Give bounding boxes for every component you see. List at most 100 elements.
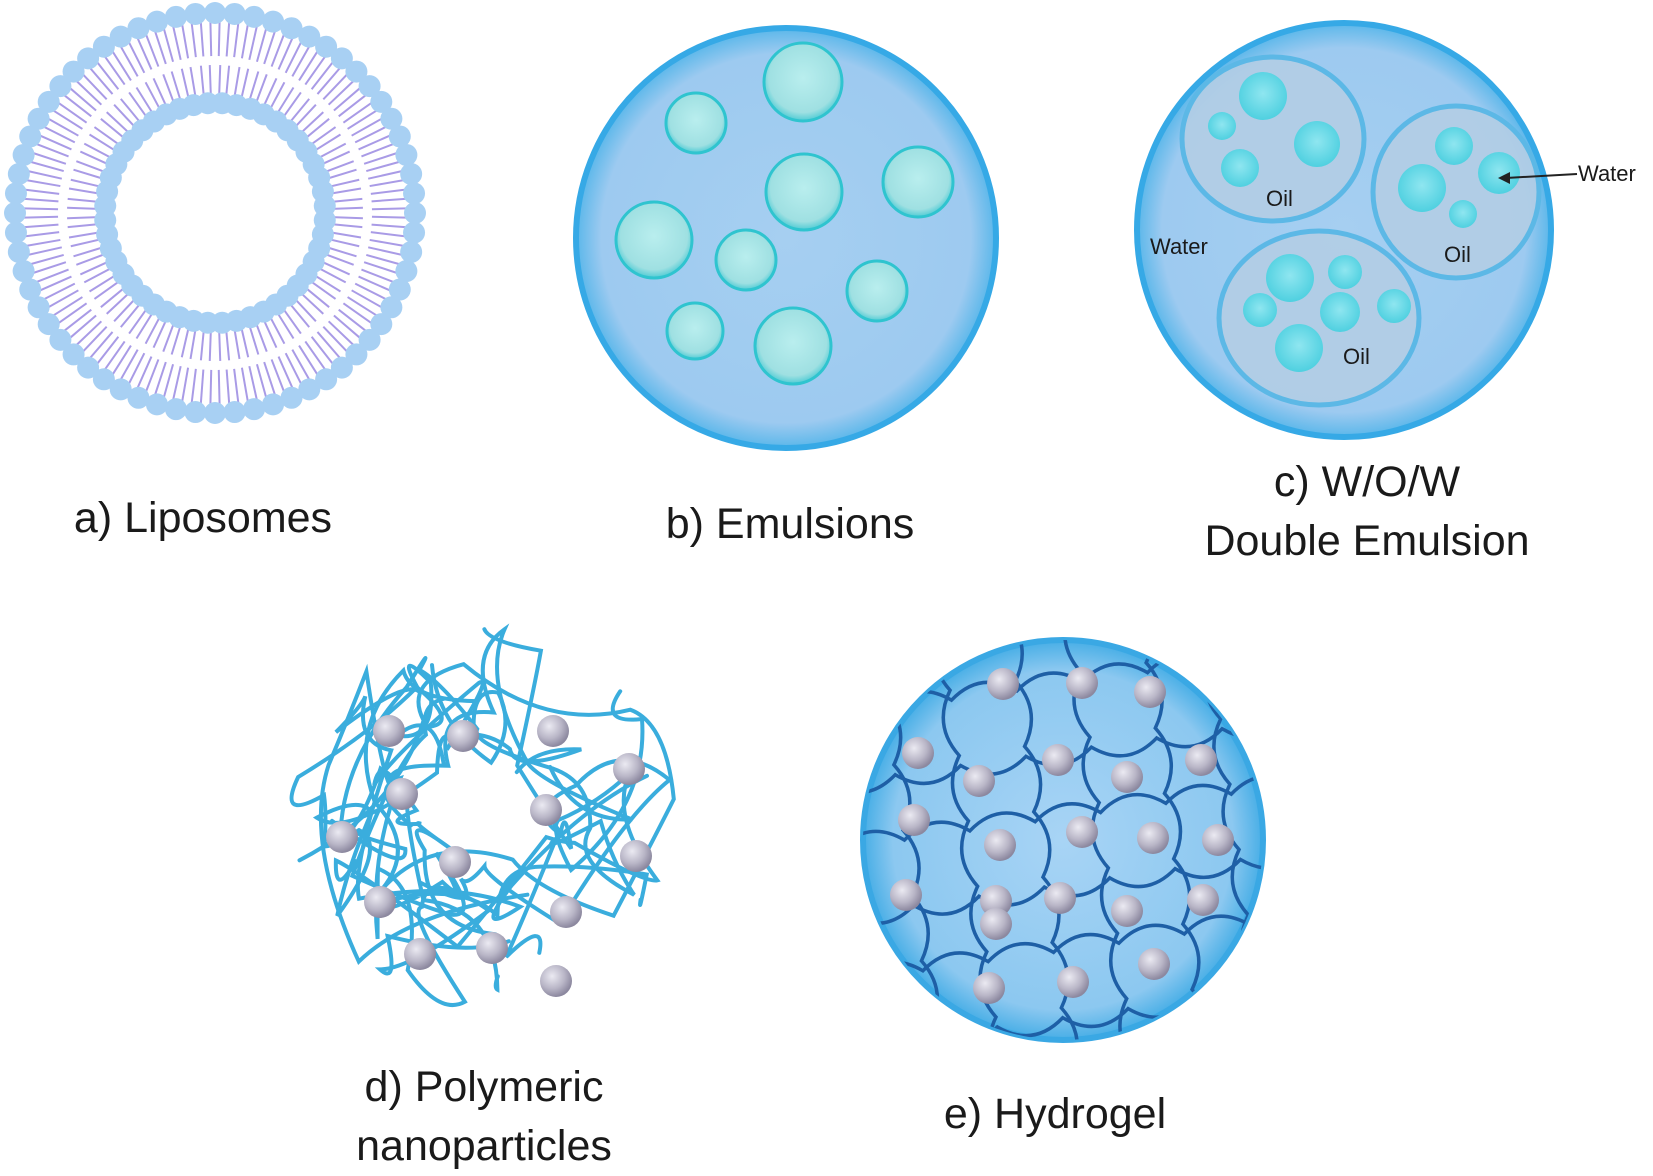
lipid-tail <box>233 368 240 408</box>
lipid-tail <box>48 107 83 130</box>
emulsion-droplet <box>614 200 694 280</box>
lipid-head-outer <box>37 90 60 113</box>
entrapped-particle <box>326 821 358 853</box>
lipid-tail <box>333 314 365 342</box>
lipid-tail <box>171 365 182 405</box>
lipid-tail <box>248 21 259 61</box>
lipid-tail <box>370 188 410 195</box>
lipid-tail <box>23 246 63 257</box>
entrapped-particle <box>963 765 995 797</box>
inner-water-droplet <box>1328 255 1362 289</box>
lipid-tail <box>59 308 92 335</box>
lipid-tail <box>358 132 395 151</box>
lipid-tail <box>298 345 321 380</box>
polymer-strand <box>333 689 661 950</box>
lipid-tail <box>101 340 126 374</box>
lipid-tail <box>39 123 76 144</box>
lipid-tail <box>31 268 69 285</box>
lipid-tail <box>270 359 287 397</box>
lipid-tail <box>109 345 132 380</box>
lipid-tail <box>225 17 231 57</box>
hydrogel-crosslink <box>1135 640 1210 1040</box>
lipid-tail <box>248 365 259 405</box>
lipid-tail <box>371 223 411 229</box>
inner-water-droplet <box>1243 293 1277 327</box>
polymer-strand <box>297 661 676 919</box>
lipid-tail <box>101 52 126 86</box>
caption-hydrogel: e) Hydrogel <box>944 1090 1166 1138</box>
lipid-head-outer <box>395 260 418 283</box>
entrapped-particle <box>447 720 479 752</box>
lipid-tail <box>86 331 114 363</box>
lipid-tail <box>284 37 305 74</box>
lipid-tail <box>255 23 269 62</box>
lipid-tail <box>333 84 365 112</box>
lipid-tail <box>79 70 108 101</box>
lipid-tail <box>161 23 175 62</box>
entrapped-particle <box>386 778 418 810</box>
lipid-tail <box>351 115 387 137</box>
lipid-tail <box>310 336 337 369</box>
lipid-tail <box>39 282 76 303</box>
lipid-head-outer <box>298 378 321 401</box>
lipid-tail <box>23 169 63 180</box>
entrapped-particle <box>613 753 645 785</box>
caption-liposomes: a) Liposomes <box>74 494 332 542</box>
lipid-head-outer <box>262 10 285 33</box>
inner-water-droplet <box>1435 127 1473 165</box>
lipid-tail <box>369 178 409 188</box>
lipid-head-outer <box>280 386 303 409</box>
lipid-tail <box>19 207 59 211</box>
polymer-entrapped-particles <box>326 715 652 997</box>
lipid-head-outer <box>403 182 426 205</box>
lipid-head-outer <box>345 343 368 366</box>
lipid-tail <box>233 18 240 58</box>
lipid-tail <box>86 63 114 95</box>
lipid-head-outer <box>92 35 115 58</box>
entrapped-particle <box>980 885 1012 917</box>
oil-label-2: Oil <box>1444 242 1471 267</box>
lipid-tail <box>25 253 64 267</box>
hydrogel-crosslink <box>1004 640 1079 1040</box>
lipid-tail <box>277 356 296 393</box>
water-pointer-arrowhead <box>1498 172 1510 184</box>
inner-water-label: Water <box>1578 161 1636 186</box>
lipid-head-outer <box>109 378 132 401</box>
entrapped-particle <box>1042 744 1074 776</box>
lipid-tail <box>19 215 59 219</box>
hydrogel-entrapped-particles <box>890 667 1234 1004</box>
lipid-head-outer <box>19 125 42 148</box>
hydrogel-crosslink <box>614 669 689 1128</box>
lipid-head-outer <box>204 2 226 24</box>
lipid-head-outer <box>77 356 100 379</box>
lipid-tail <box>304 52 329 86</box>
entrapped-particle <box>1111 895 1143 927</box>
caption-polymeric-line1: d) Polymeric <box>365 1063 604 1111</box>
lipid-head-outer <box>400 162 423 185</box>
lipid-head-outer <box>380 107 403 130</box>
lipid-tail <box>19 197 59 203</box>
entrapped-particle <box>439 846 471 878</box>
lipid-tail <box>109 46 132 81</box>
hydrogel-chain <box>863 905 1263 982</box>
lipid-head-outer <box>315 35 338 58</box>
entrapped-particle <box>373 715 405 747</box>
inner-water-droplet <box>1478 152 1520 194</box>
lipid-head-outer <box>12 143 35 166</box>
lipid-head-outer <box>4 182 27 205</box>
lipid-head-outer <box>223 2 246 25</box>
lipid-tail <box>369 238 409 248</box>
lipid-tail <box>351 289 387 311</box>
lipid-head-outer <box>49 328 72 351</box>
lipid-head-outer <box>358 328 381 351</box>
inner-water-droplet <box>1320 292 1360 332</box>
lipid-tail <box>54 302 88 327</box>
lipid-tail <box>48 296 83 319</box>
lipid-tail <box>152 361 167 400</box>
emulsion-droplet <box>764 152 844 232</box>
lipid-tail <box>28 261 67 276</box>
lipid-tail <box>171 21 182 61</box>
lipid-head-outer <box>400 241 423 264</box>
entrapped-particle <box>1137 822 1169 854</box>
